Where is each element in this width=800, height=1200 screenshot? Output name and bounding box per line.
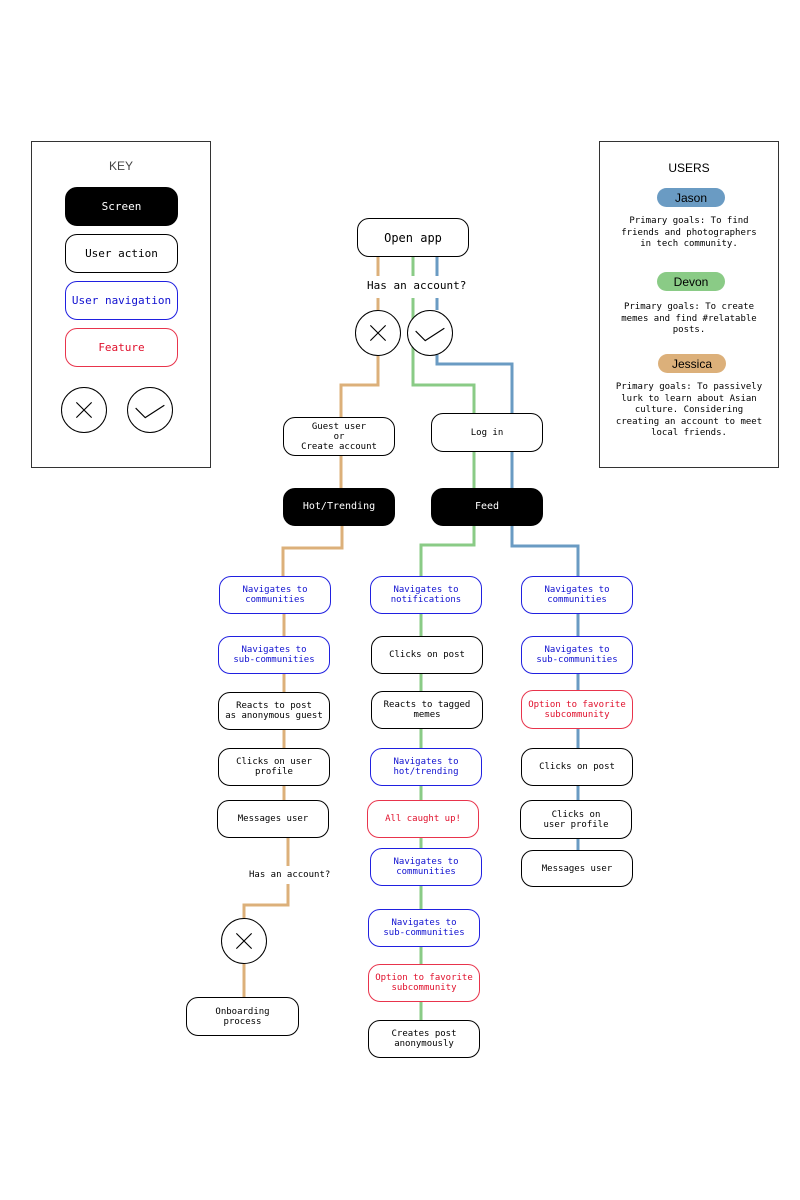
key-user-navigation: User navigation bbox=[65, 281, 178, 320]
devon-step: Reacts to tagged memes bbox=[371, 691, 483, 729]
jessica-step: Reacts to post as anonymous guest bbox=[218, 692, 330, 730]
devon-step: Creates post anonymously bbox=[368, 1020, 480, 1058]
user-badge-jason: Jason bbox=[657, 188, 725, 207]
user-badge-devon: Devon bbox=[657, 272, 725, 291]
node-open-app: Open app bbox=[357, 218, 469, 257]
users-title: USERS bbox=[668, 161, 710, 175]
jessica-path-line bbox=[339, 356, 380, 418]
jason-step: Clicks on post bbox=[521, 748, 633, 786]
devon-path-line bbox=[419, 525, 476, 576]
node-onboarding: Onboarding process bbox=[186, 997, 299, 1036]
devon-step: Navigates to hot/trending bbox=[370, 748, 482, 786]
jessica-step: Clicks on user profile bbox=[218, 748, 330, 786]
users-panel: USERS Jason Primary goals: To find frien… bbox=[599, 141, 779, 468]
user-goals-jessica: Primary goals: To passively lurk to lear… bbox=[615, 382, 763, 438]
devon-step: Navigates to communities bbox=[370, 848, 482, 886]
screen-hot-trending: Hot/Trending bbox=[283, 488, 395, 526]
jessica-step: Navigates to communities bbox=[219, 576, 331, 614]
devon-step: Clicks on post bbox=[371, 636, 483, 674]
key-screen: Screen bbox=[65, 187, 178, 226]
check-circle-icon bbox=[407, 310, 453, 356]
jason-step: Messages user bbox=[521, 850, 633, 887]
jason-path-line bbox=[510, 525, 580, 576]
jessica-path-line bbox=[242, 884, 290, 918]
x-circle-icon bbox=[221, 918, 267, 964]
x-circle-icon bbox=[61, 387, 107, 433]
key-title: KEY bbox=[108, 159, 133, 173]
devon-step: Navigates to sub-communities bbox=[368, 909, 480, 947]
devon-step: Option to favorite subcommunity bbox=[368, 964, 480, 1002]
user-badge-jessica: Jessica bbox=[658, 354, 726, 373]
screen-feed: Feed bbox=[431, 488, 543, 526]
user-goals-devon: Primary goals: To create memes and find … bbox=[621, 302, 757, 335]
jessica-step: Navigates to sub-communities bbox=[218, 636, 330, 674]
key-user-action: User action bbox=[65, 234, 178, 273]
jason-path-line bbox=[435, 350, 514, 413]
node-log-in: Log in bbox=[431, 413, 543, 452]
devon-step: All caught up! bbox=[367, 800, 479, 838]
jessica-question: Has an account? bbox=[249, 870, 331, 880]
devon-step: Navigates to notifications bbox=[370, 576, 482, 614]
jason-step: Navigates to communities bbox=[521, 576, 633, 614]
jason-step: Navigates to sub-communities bbox=[521, 636, 633, 674]
key-feature: Feature bbox=[65, 328, 178, 367]
user-goals-jason: Primary goals: To find friends and photo… bbox=[621, 216, 757, 249]
check-circle-icon bbox=[127, 387, 173, 433]
key-panel: KEY Screen User action User navigation F… bbox=[31, 141, 211, 468]
node-guest-or-create: Guest user or Create account bbox=[283, 417, 395, 456]
question-has-account: Has an account? bbox=[367, 279, 467, 292]
jessica-step: Messages user bbox=[217, 800, 329, 838]
x-circle-icon bbox=[355, 310, 401, 356]
jason-step: Option to favorite subcommunity bbox=[521, 690, 633, 729]
jason-step: Clicks on user profile bbox=[520, 800, 632, 839]
jessica-path-line bbox=[281, 525, 344, 576]
